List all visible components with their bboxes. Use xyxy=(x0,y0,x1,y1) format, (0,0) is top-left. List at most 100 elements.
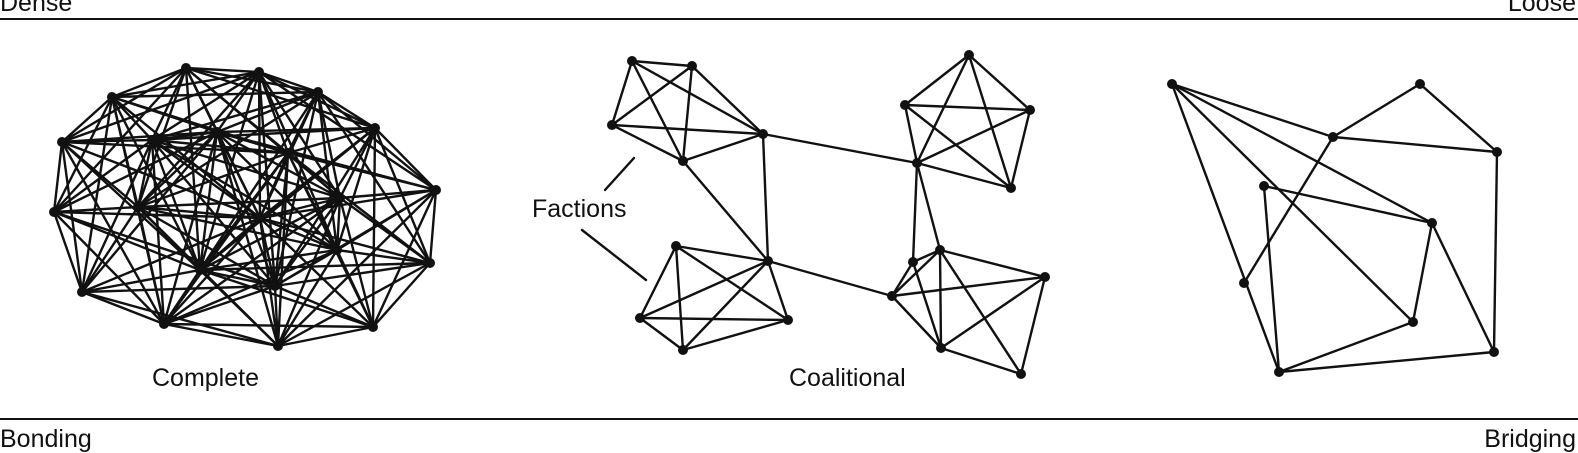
coalitional-edge xyxy=(630,59,765,136)
complete-edge xyxy=(257,70,320,94)
complete-edge xyxy=(215,126,377,134)
complete-node xyxy=(181,63,191,73)
complete-node xyxy=(270,281,280,291)
coalitional-edge xyxy=(911,161,919,264)
loose-node xyxy=(1489,347,1499,357)
coalitional-edge xyxy=(766,259,894,298)
complete-edge xyxy=(60,140,262,220)
coalitional-edge xyxy=(690,64,765,136)
complete-edge xyxy=(136,196,342,209)
complete-network xyxy=(49,63,441,351)
coalitional-edge xyxy=(890,294,943,350)
complete-edge xyxy=(338,196,375,329)
complete-edge xyxy=(52,210,262,220)
coalitional-network xyxy=(607,50,1050,379)
factions-annotation: Factions xyxy=(532,195,627,223)
complete-node xyxy=(313,87,323,97)
complete-edge xyxy=(371,261,432,329)
complete-edge xyxy=(273,196,342,288)
loose-node xyxy=(1492,147,1502,157)
coalitional-node xyxy=(887,291,897,301)
complete-node xyxy=(332,245,342,255)
loose-node xyxy=(1167,79,1177,89)
loose-edge xyxy=(1170,82,1434,225)
complete-edge xyxy=(162,322,280,348)
loose-node xyxy=(1328,132,1338,142)
coalitional-node xyxy=(1006,183,1016,193)
complete-edge xyxy=(286,151,438,192)
loose-node xyxy=(1274,367,1284,377)
complete-edge xyxy=(316,90,339,252)
complete-edge xyxy=(150,138,290,155)
complete-edge xyxy=(150,138,262,220)
complete-edge xyxy=(276,261,432,348)
coalitional-node xyxy=(758,129,768,139)
complete-edge xyxy=(184,66,261,74)
complete-node xyxy=(255,213,265,223)
complete-edge xyxy=(52,210,84,294)
complete-edge xyxy=(338,196,432,265)
complete-edge xyxy=(198,126,377,272)
complete-edge xyxy=(198,130,219,272)
coalitional-edge xyxy=(674,244,790,322)
complete-edge xyxy=(80,130,219,294)
complete-node xyxy=(283,148,293,158)
coalitional-edge xyxy=(939,275,1047,350)
faction-pointers xyxy=(580,156,648,282)
coalitional-node xyxy=(783,315,793,325)
complete-edge xyxy=(80,95,114,294)
coalitional-edge xyxy=(766,259,790,322)
complete-edge xyxy=(286,126,377,155)
coalitional-edge xyxy=(1019,275,1047,376)
complete-edge xyxy=(110,95,202,272)
coalitional-edge xyxy=(1009,108,1032,190)
complete-edge xyxy=(162,268,202,326)
complete-edge xyxy=(273,284,375,329)
coalitional-edge xyxy=(610,123,685,163)
coalitional-node xyxy=(936,343,946,353)
loose-edge xyxy=(1277,320,1415,374)
complete-edge xyxy=(136,151,290,209)
complete-edge xyxy=(110,66,188,99)
complete-node xyxy=(335,193,345,203)
factions-pointer-line xyxy=(603,156,636,192)
loose-edge xyxy=(1262,184,1434,225)
complete-edge xyxy=(276,248,339,348)
complete-edge xyxy=(273,284,280,348)
complete-edge xyxy=(136,205,277,288)
complete-edge xyxy=(162,130,219,326)
complete-edge xyxy=(198,70,261,272)
coalitional-node xyxy=(687,61,697,71)
complete-edge xyxy=(162,216,262,326)
complete-edge xyxy=(150,90,320,142)
complete-edge xyxy=(286,151,342,200)
complete-edge xyxy=(136,205,166,326)
loose-edge xyxy=(1331,135,1499,154)
coalitional-edge xyxy=(761,132,770,263)
complete-edge xyxy=(273,248,339,288)
complete-edge xyxy=(338,126,377,200)
coalitional-edge xyxy=(630,59,694,68)
coalitional-node xyxy=(900,100,910,110)
coalitional-node xyxy=(635,313,645,323)
coalitional-edge xyxy=(915,108,1032,165)
complete-edge xyxy=(258,151,290,220)
loose-edge xyxy=(1262,184,1281,374)
complete-edge xyxy=(215,90,320,134)
complete-edge xyxy=(276,151,290,348)
complete-edge xyxy=(52,130,219,214)
complete-edge xyxy=(215,130,262,220)
coalitional-edge xyxy=(890,275,1047,298)
complete-node xyxy=(273,341,283,351)
complete-node xyxy=(425,258,435,268)
complete-edge xyxy=(162,284,277,326)
coalitional-edge xyxy=(674,244,770,263)
coalitional-node xyxy=(1016,369,1026,379)
coalitional-node xyxy=(607,120,617,130)
coalitional-edge xyxy=(938,248,943,350)
coalitional-edge xyxy=(967,53,1013,190)
complete-edge xyxy=(136,138,154,209)
complete-edge xyxy=(258,216,339,252)
complete-edge xyxy=(335,126,377,252)
